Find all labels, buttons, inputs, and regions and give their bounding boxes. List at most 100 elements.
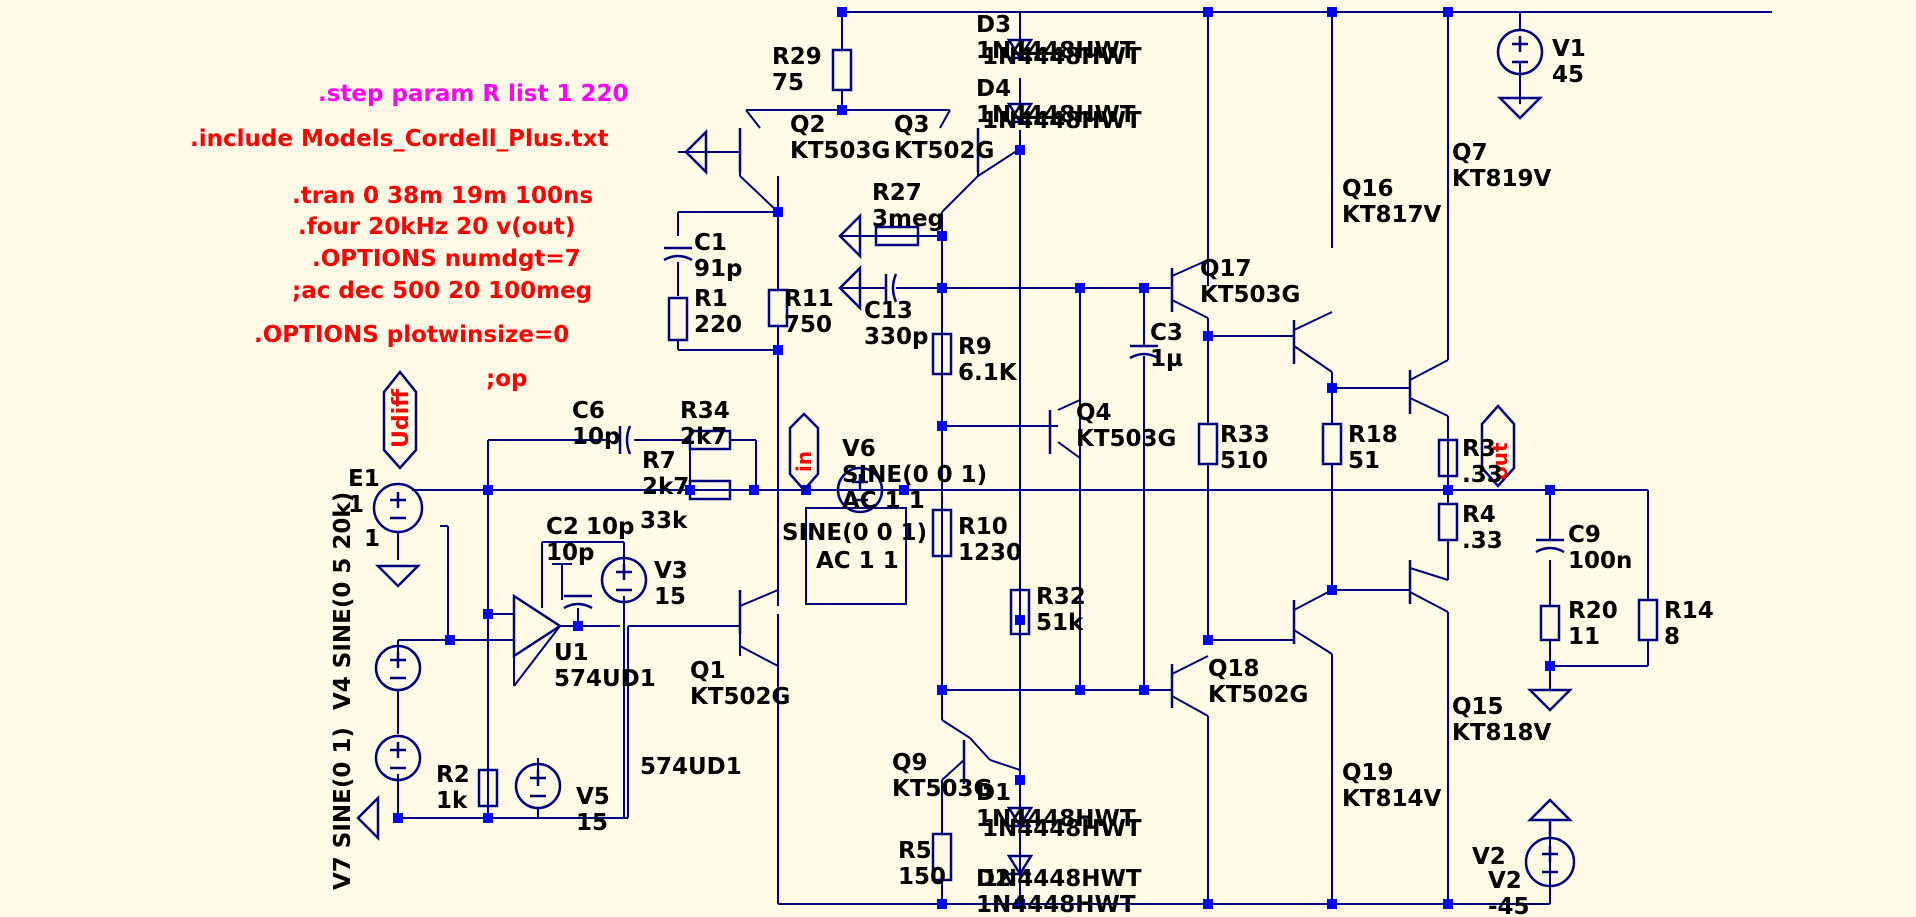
junction-dot xyxy=(1327,7,1337,17)
netlabel-udiff[interactable]: Udiff xyxy=(389,388,414,448)
junction-dot xyxy=(1075,685,1085,695)
c13-capacitor[interactable] xyxy=(884,273,898,303)
v7-ground xyxy=(356,794,380,842)
junction-dot xyxy=(1203,331,1213,341)
r29-resistor[interactable] xyxy=(831,48,853,92)
directive-four[interactable]: .four 20kHz 20 v(out) xyxy=(298,214,575,240)
directive-options-numdgt[interactable]: .OPTIONS numdgt=7 xyxy=(312,246,581,272)
c3-capacitor[interactable] xyxy=(1129,344,1159,360)
v1-ground xyxy=(1496,96,1544,120)
junction-dot xyxy=(393,813,403,823)
r3-resistor[interactable] xyxy=(1437,438,1459,478)
d1-diode[interactable] xyxy=(1006,806,1034,829)
v5-source[interactable] xyxy=(514,762,562,810)
r1-resistor[interactable] xyxy=(667,296,689,342)
d2-diode[interactable] xyxy=(1006,854,1034,877)
junction-dot xyxy=(483,609,493,619)
directive-options-plotwinsize[interactable]: .OPTIONS plotwinsize=0 xyxy=(254,322,569,348)
netlabel-out[interactable]: out xyxy=(1488,442,1512,480)
wire xyxy=(977,149,1019,177)
junction-dot xyxy=(1075,283,1085,293)
c2-capacitor[interactable] xyxy=(563,594,593,610)
r18-resistor[interactable] xyxy=(1321,422,1343,466)
v3-source[interactable] xyxy=(600,556,648,604)
netlabel-in[interactable]: in xyxy=(792,451,816,472)
r20-resistor[interactable] xyxy=(1539,604,1561,642)
wire xyxy=(941,175,979,213)
wire xyxy=(941,719,971,739)
label-v4: V4 SINE(0 5 20k) xyxy=(330,492,356,710)
r9-resistor[interactable] xyxy=(931,332,953,376)
r33-resistor[interactable] xyxy=(1197,422,1219,466)
junction-dot xyxy=(1545,661,1555,671)
directive-step[interactable]: .step param R list 1 220 xyxy=(318,81,629,107)
wire xyxy=(739,589,779,607)
directive-op[interactable]: ;op xyxy=(486,366,527,392)
v6-source[interactable] xyxy=(836,466,884,514)
r5-resistor[interactable] xyxy=(931,832,953,882)
wire xyxy=(739,175,779,213)
net-labels: Udiff in out xyxy=(382,369,1516,492)
c1-capacitor[interactable] xyxy=(663,246,693,262)
label-value-d4: 1N4448HWT xyxy=(982,108,1142,134)
d4-diode[interactable] xyxy=(1006,102,1034,125)
c9-capacitor[interactable] xyxy=(1535,538,1565,554)
label-value-r7b: 33k xyxy=(640,508,688,534)
junction-dot xyxy=(573,621,583,631)
junction-dot xyxy=(445,635,455,645)
netlabel-out-flag xyxy=(1480,404,1516,488)
v4-source[interactable] xyxy=(374,644,422,692)
c13-ground xyxy=(838,264,862,312)
r32-resistor[interactable] xyxy=(1009,588,1031,636)
r27-ground xyxy=(838,212,862,260)
directive-tran[interactable]: .tran 0 38m 19m 100ns xyxy=(292,183,593,209)
wire xyxy=(1409,359,1449,381)
r4-resistor[interactable] xyxy=(1437,502,1459,542)
directive-ac[interactable]: ;ac dec 500 20 100meg xyxy=(292,278,592,304)
wire xyxy=(941,759,965,781)
junction-dot xyxy=(483,485,493,495)
v7-source[interactable] xyxy=(374,734,422,782)
r34-resistor[interactable] xyxy=(688,429,732,451)
e1-source[interactable] xyxy=(372,482,424,534)
u1-opamp[interactable] xyxy=(512,593,563,659)
wire xyxy=(739,645,779,667)
wire xyxy=(745,109,761,129)
junction-dot xyxy=(1015,615,1025,625)
junction-dot xyxy=(1443,899,1453,909)
r14-resistor[interactable] xyxy=(1637,598,1659,642)
junction-dot xyxy=(837,105,847,115)
label-value-e1: 1 xyxy=(364,526,380,552)
v1-source[interactable] xyxy=(1496,28,1544,76)
r27-resistor[interactable] xyxy=(874,225,920,247)
junction-dot xyxy=(837,7,847,17)
directive-include[interactable]: .include Models_Cordell_Plus.txt xyxy=(190,126,609,152)
wire xyxy=(1409,567,1449,581)
r11-resistor[interactable] xyxy=(767,288,789,328)
junction-dot xyxy=(1139,685,1149,695)
c6-capacitor[interactable] xyxy=(618,425,632,455)
d3-diode[interactable] xyxy=(1006,38,1034,61)
q2-ground xyxy=(684,128,708,176)
wire xyxy=(1293,345,1333,373)
junction-dot xyxy=(773,345,783,355)
wire xyxy=(939,109,951,129)
r10-resistor[interactable] xyxy=(931,508,953,558)
r2-resistor[interactable] xyxy=(477,768,499,808)
